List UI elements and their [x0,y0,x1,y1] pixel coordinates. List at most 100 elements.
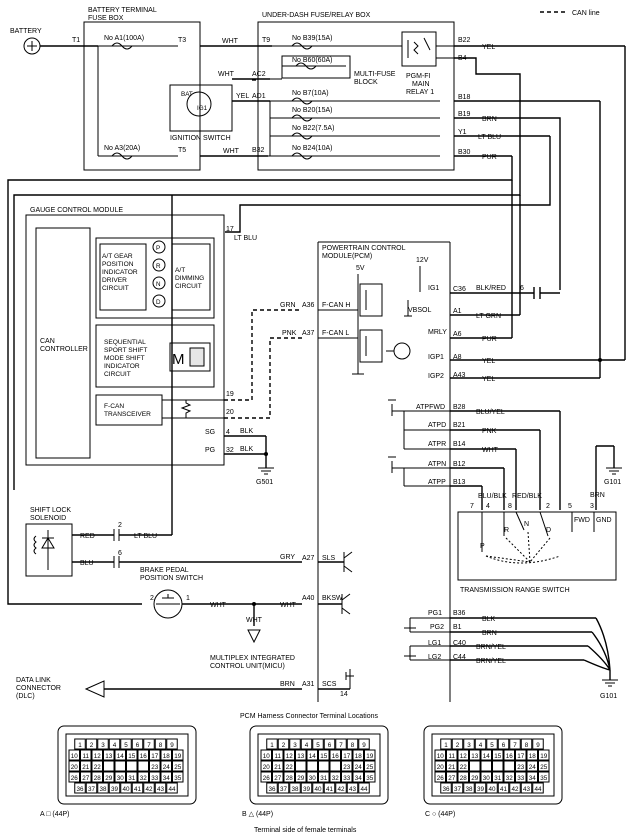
svg-text:IGNITION SWITCH: IGNITION SWITCH [170,135,231,142]
connector-pin [480,749,492,761]
connector-pin [312,738,324,750]
connector-pin-label: 5 [490,742,494,749]
svg-text:WHT: WHT [222,38,239,45]
svg-text:T3: T3 [178,37,186,44]
svg-text:DIMMING: DIMMING [175,275,204,282]
connector-pin [306,760,318,772]
connector-pin-label: 33 [343,775,351,782]
connector-pin-label: 10 [71,753,79,760]
svg-text:8: 8 [508,503,512,510]
connector-pin-label: 3 [467,742,471,749]
connector-pin [260,760,272,772]
svg-text:G101: G101 [600,693,617,700]
connector-pin [480,760,492,772]
connector-pin [503,760,515,772]
svg-text:BLU: BLU [80,560,94,567]
svg-text:BLU/YEL: BLU/YEL [476,409,505,416]
svg-text:GRN: GRN [280,302,296,309]
svg-text:F-CAN L: F-CAN L [322,330,349,337]
connector-pin-label: 14 [117,753,125,760]
connector-pin-label: 30 [117,775,125,782]
connector-pin-label: 4 [113,742,117,749]
connector-pin-label: 31 [128,775,136,782]
connector-pin-label: 43 [157,786,165,793]
svg-text:WHT: WHT [218,71,235,78]
svg-text:GND: GND [596,517,612,524]
connector-pin [434,771,446,783]
svg-text:F-CAN H: F-CAN H [322,302,350,309]
connector-pin [80,749,92,761]
svg-text:No B60(60A): No B60(60A) [292,57,332,64]
svg-text:4: 4 [486,503,490,510]
svg-text:PUR: PUR [482,154,497,161]
svg-text:No A1(100A): No A1(100A) [104,35,144,42]
svg-text:B28: B28 [453,404,466,411]
connector-pin-label: 20 [263,764,271,771]
svg-text:SLS: SLS [322,555,336,562]
connector-pin [526,771,538,783]
svg-text:IGP1: IGP1 [428,354,444,361]
svg-text:PG: PG [205,447,215,454]
connector-pin-label: 3 [101,742,105,749]
svg-text:BRN: BRN [482,116,497,123]
svg-text:TRANSCEIVER: TRANSCEIVER [104,411,151,418]
connector-pin [97,782,109,794]
svg-text:WHT: WHT [280,602,297,609]
connector-pin [300,782,313,794]
battery: BATTERY [10,28,42,55]
connector-pin [509,782,521,794]
svg-text:PUR: PUR [482,336,497,343]
svg-text:B12: B12 [453,461,466,468]
connector-pin [137,749,149,761]
connector-pin [329,749,341,761]
connector-pin-label: 9 [362,742,366,749]
connector-pin [526,760,538,772]
connector-pin-label: 39 [111,786,119,793]
svg-text:IG1: IG1 [428,285,439,292]
connector-pin [364,749,376,761]
svg-text:B1: B1 [453,624,462,631]
svg-text:ATPN: ATPN [428,461,446,468]
connector-pin-label: 24 [163,764,171,771]
svg-text:D: D [156,299,161,306]
battery-terminal-fuse-box: BATTERY TERMINAL FUSE BOX No A1(100A) No… [83,7,201,171]
svg-text:T9: T9 [262,37,270,44]
connector-pin [289,782,301,794]
svg-text:IG1: IG1 [197,105,208,112]
connector-pin-label: 25 [174,764,182,771]
connector-pin-label: 16 [140,753,148,760]
connector-pin [364,760,376,772]
connector-pin [126,771,138,783]
connector-pin [272,771,284,783]
connector-pin [469,760,481,772]
svg-text:SOLENOID: SOLENOID [30,515,66,522]
connector-pin-label: 2 [282,742,286,749]
svg-text:BRN: BRN [280,681,295,688]
connector-pin-label: 41 [500,786,508,793]
connector-pin-label: 20 [437,764,445,771]
connector-pin [318,771,330,783]
connector-pin [538,749,550,761]
connector-pin [172,749,184,761]
svg-text:14: 14 [340,691,348,698]
svg-text:DRIVER: DRIVER [102,277,127,284]
connector-pin-label: 10 [263,753,271,760]
connector-pin-label: 17 [343,753,351,760]
svg-text:RED/BLK: RED/BLK [512,493,542,500]
connector-pin [440,782,452,794]
svg-text:MULTIPLEX INTEGRATED: MULTIPLEX INTEGRATED [210,655,295,662]
connector-pin [154,738,167,750]
connector-pin-label: 25 [366,764,374,771]
svg-text:T1: T1 [72,37,80,44]
svg-text:T5: T5 [178,147,186,154]
connector-pin [492,760,504,772]
svg-text:C40: C40 [453,640,466,647]
svg-text:A/T: A/T [175,267,185,274]
connector-pin-label: 32 [506,775,514,782]
connector-pin-label: 44 [168,786,176,793]
connector-pin-label: 10 [437,753,445,760]
svg-text:BRN/YEL: BRN/YEL [476,644,506,651]
connector-pin [143,782,155,794]
svg-text:No B20(15A): No B20(15A) [292,107,332,114]
svg-text:7: 7 [470,503,474,510]
